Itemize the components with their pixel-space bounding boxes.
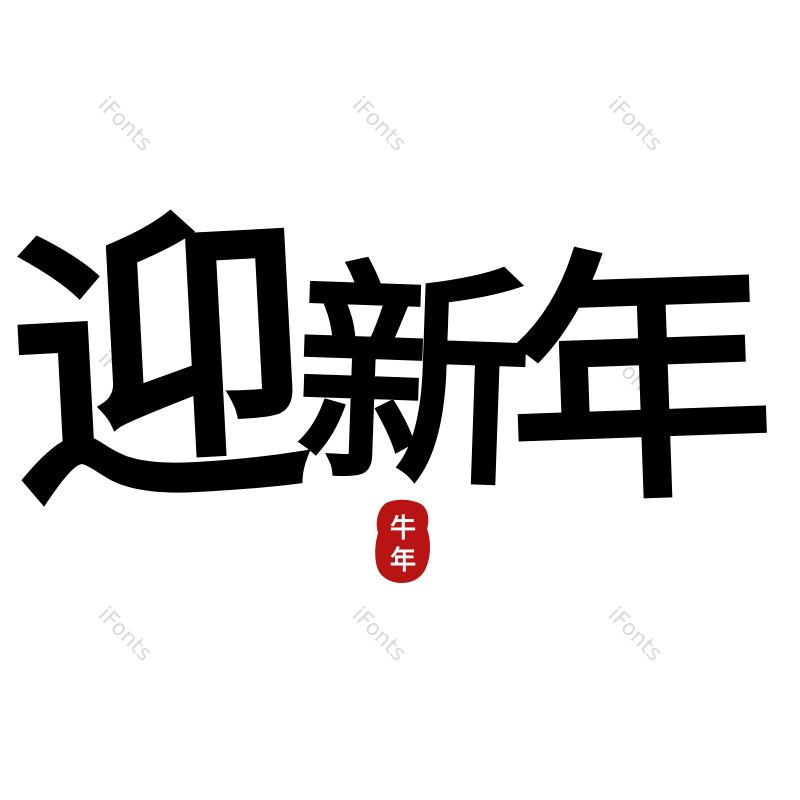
watermark: iFonts — [602, 92, 667, 157]
watermark: iFonts — [92, 602, 157, 667]
watermark: iFonts — [346, 92, 411, 157]
seal-char-bottom: 年 — [390, 545, 416, 576]
calligraphy-char-ying: 迎 — [0, 179, 320, 548]
watermark: iFonts — [602, 602, 667, 667]
calligraphy-char-xin: 新 — [291, 236, 536, 522]
calligraphy-char-nian: 年 — [502, 220, 779, 541]
watermark: iFonts — [92, 92, 157, 157]
seal-char-top: 牛 — [390, 514, 416, 544]
red-seal-stamp: 牛 年 — [375, 499, 430, 583]
watermark: iFonts — [346, 602, 411, 667]
seal-shape — [375, 499, 430, 583]
